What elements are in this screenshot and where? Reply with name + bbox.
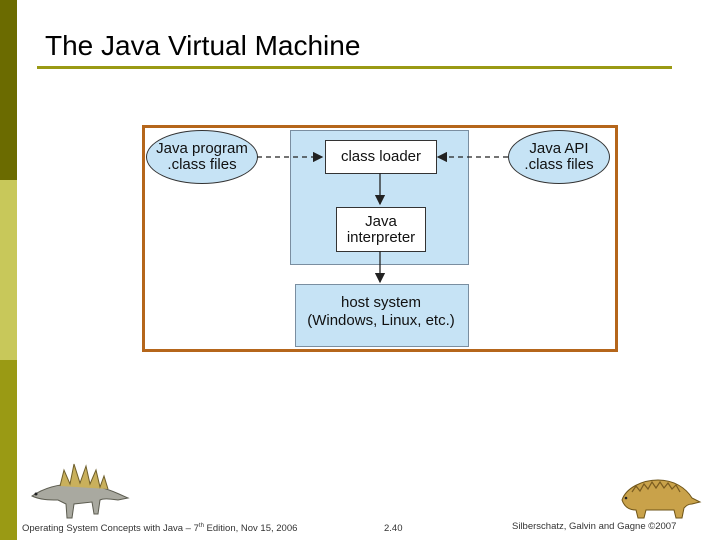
ankylosaurus-icon (621, 479, 702, 519)
footer-copyright: Silberschatz, Galvin and Gagne ©2007 (512, 521, 677, 532)
footer-course-info: Operating System Concepts with Java – 7t… (22, 523, 297, 534)
java-program-ellipse: Java program .class files (146, 130, 258, 184)
class-loader-box: class loader (325, 140, 437, 174)
sidebar-bar-middle (0, 180, 17, 360)
sidebar-bar-top (0, 0, 17, 180)
interpreter-label-line1: Java (365, 212, 397, 230)
java-interpreter-box: Java interpreter (336, 207, 426, 252)
slide-title: The Java Virtual Machine (45, 30, 361, 61)
host-system-panel (295, 284, 469, 347)
footer-course-suffix: Edition, Nov 15, 2006 (203, 523, 298, 535)
title-underline (37, 66, 672, 69)
interpreter-label-line2: interpreter (346, 228, 416, 246)
footer-page-number: 2.40 (384, 523, 403, 534)
java-api-label-line2: .class files (524, 156, 594, 173)
java-api-ellipse: Java API .class files (508, 130, 610, 184)
java-api-label-line1: Java API (529, 140, 589, 157)
sidebar-bar-bottom (0, 360, 17, 540)
host-system-label: host system (Windows, Linux, etc.) (295, 294, 467, 330)
footer-course-sup: th (198, 523, 204, 529)
host-label-line2: (Windows, Linux, etc.) (307, 312, 455, 329)
host-label-line1: host system (340, 294, 422, 311)
class-loader-label: class loader (340, 148, 422, 165)
java-program-label-line1: Java program (156, 140, 248, 157)
footer-course-prefix: Operating System Concepts with Java – 7 (22, 523, 199, 535)
stegosaurus-icon (31, 463, 130, 519)
java-program-label-line2: .class files (167, 156, 237, 173)
